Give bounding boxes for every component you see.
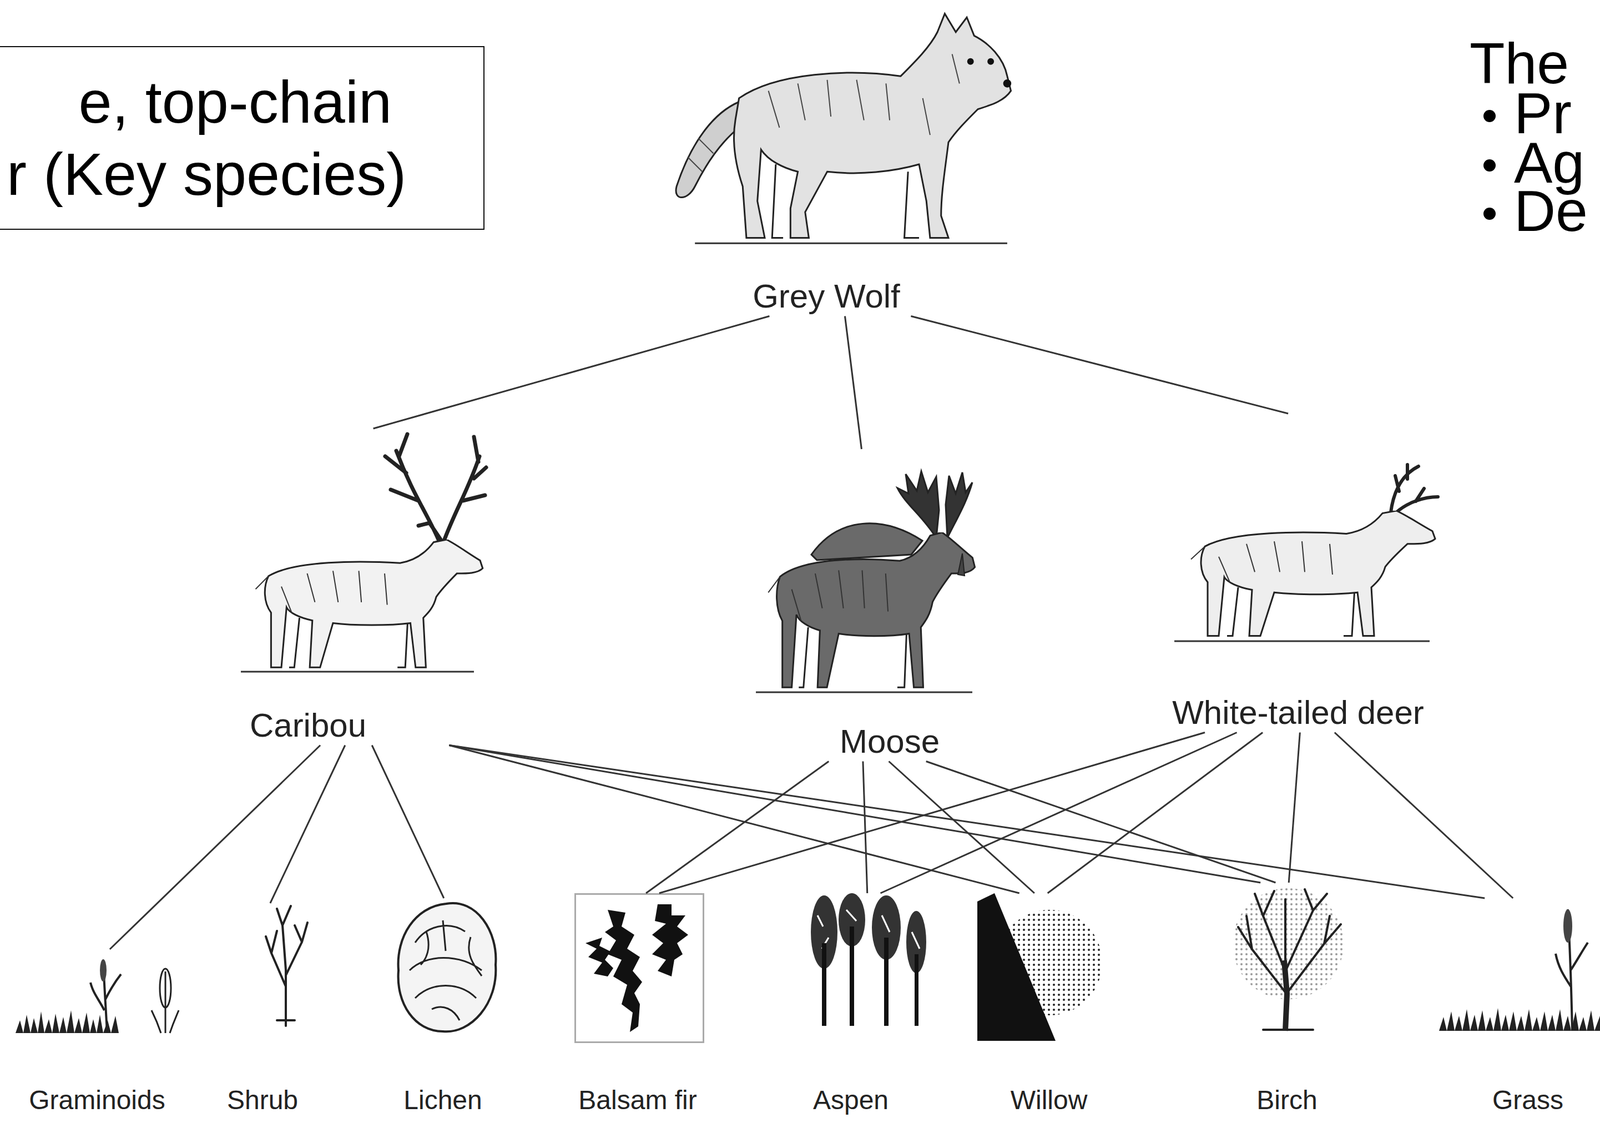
illustration-part: [945, 472, 973, 538]
illustration-part: [15, 1010, 119, 1033]
illustration-part: [811, 523, 923, 560]
food-link: [373, 316, 770, 429]
food-link: [371, 745, 444, 899]
species-node: Lichen: [392, 897, 501, 1117]
food-link: [1047, 732, 1263, 894]
species-node: Graminoids: [15, 949, 189, 1117]
species-node: Grass: [1439, 897, 1600, 1117]
illustration-part: [987, 58, 994, 65]
caribou-illustration: [240, 433, 487, 672]
illustration-part: [1003, 79, 1012, 88]
species-label: Grey Wolf: [752, 276, 901, 316]
food-link: [645, 761, 829, 894]
illustration-part: [1174, 640, 1430, 643]
illustration-part: [265, 905, 308, 1026]
bullet-text: De: [1513, 178, 1588, 245]
species-label: Grass: [1492, 1084, 1564, 1115]
species-label: Moose: [839, 722, 940, 761]
food-link: [1334, 732, 1513, 899]
illustration-part: [575, 894, 704, 1043]
food-link: [910, 316, 1289, 415]
illustration-part: [1439, 1007, 1600, 1031]
species-node: Balsam fir: [574, 892, 705, 1117]
food-link: [889, 761, 1035, 894]
illustration-part: [957, 553, 965, 576]
species-label: Aspen: [813, 1084, 889, 1115]
illustration-part: [1390, 464, 1438, 513]
illustration-part: [884, 937, 889, 1026]
illustration-part: [694, 242, 1008, 245]
illustration-part: [897, 471, 940, 538]
species-node: Aspen: [806, 892, 929, 1117]
species-label: White-tailed deer: [1172, 693, 1425, 732]
illustration-part: [1563, 909, 1573, 943]
bullet-list-dots: [1483, 109, 1496, 220]
species-node: Willow: [977, 892, 1103, 1117]
species-label: Willow: [1010, 1084, 1088, 1115]
illustration-part: [585, 937, 614, 977]
illustration-part: [1483, 159, 1496, 172]
illustration-part: [240, 670, 474, 673]
food-link: [926, 761, 1276, 883]
food-link: [448, 745, 1485, 899]
species-node: Caribou: [229, 428, 488, 746]
moose-illustration: [755, 471, 976, 693]
illustration-part: [821, 942, 827, 1026]
callout-text: e, top-chain r (Key species): [6, 66, 418, 210]
birch-illustration: [1232, 887, 1344, 1031]
illustration-part: [1238, 889, 1341, 1030]
species-label: Lichen: [403, 1084, 482, 1115]
species-label: Birch: [1256, 1084, 1317, 1115]
illustration-part: [652, 904, 689, 977]
species-node: Shrub: [223, 902, 312, 1117]
balsam-fir-illustration: [575, 894, 704, 1043]
willow-illustration: [977, 892, 1103, 1041]
illustration-part: [151, 971, 179, 1033]
species-label: Shrub: [226, 1084, 299, 1115]
species-label: Caribou: [249, 705, 367, 745]
grass-illustration: [1439, 909, 1600, 1031]
illustration-part: [385, 433, 487, 543]
deer-illustration: [1174, 464, 1438, 641]
illustration-part: [849, 926, 855, 1026]
wolf-illustration: [675, 13, 1012, 244]
illustration-part: [733, 13, 1011, 239]
food-link: [844, 316, 862, 450]
shrub-illustration: [265, 905, 308, 1026]
food-link: [448, 745, 1261, 883]
illustration-part: [817, 909, 920, 949]
illustration-part: [755, 691, 973, 694]
species-label: Graminoids: [28, 1084, 165, 1115]
species-node: Moose: [744, 448, 980, 762]
species-label: Balsam fir: [578, 1084, 697, 1115]
illustration-part: [1190, 510, 1436, 636]
illustration-part: [675, 102, 740, 198]
illustration-part: [768, 532, 975, 688]
illustration-part: [99, 959, 107, 982]
illustration-part: [967, 58, 974, 65]
food-link: [109, 745, 321, 950]
illustration-part: [977, 892, 1056, 1041]
aspen-illustration: [810, 892, 927, 1026]
illustration-part: [1483, 109, 1496, 123]
illustration-part: [1483, 207, 1496, 220]
food-link: [270, 745, 346, 904]
food-link: [862, 761, 868, 894]
illustration-part: [255, 539, 483, 668]
graminoids-illustration: [15, 959, 179, 1033]
species-node: White-tailed deer: [1163, 413, 1441, 733]
illustration-part: [914, 954, 919, 1026]
species-node: Grey Wolf: [658, 9, 1026, 317]
species-node: Birch: [1229, 882, 1347, 1117]
illustration-part: [687, 53, 960, 172]
illustration-part: [398, 902, 497, 1032]
food-link: [1288, 732, 1300, 883]
illustration-part: [1555, 909, 1588, 1031]
lichen-illustration: [398, 902, 497, 1032]
illustration-part: [409, 920, 482, 1021]
callout-box: e, top-chain r (Key species): [0, 46, 485, 230]
illustration-part: [159, 968, 171, 1008]
